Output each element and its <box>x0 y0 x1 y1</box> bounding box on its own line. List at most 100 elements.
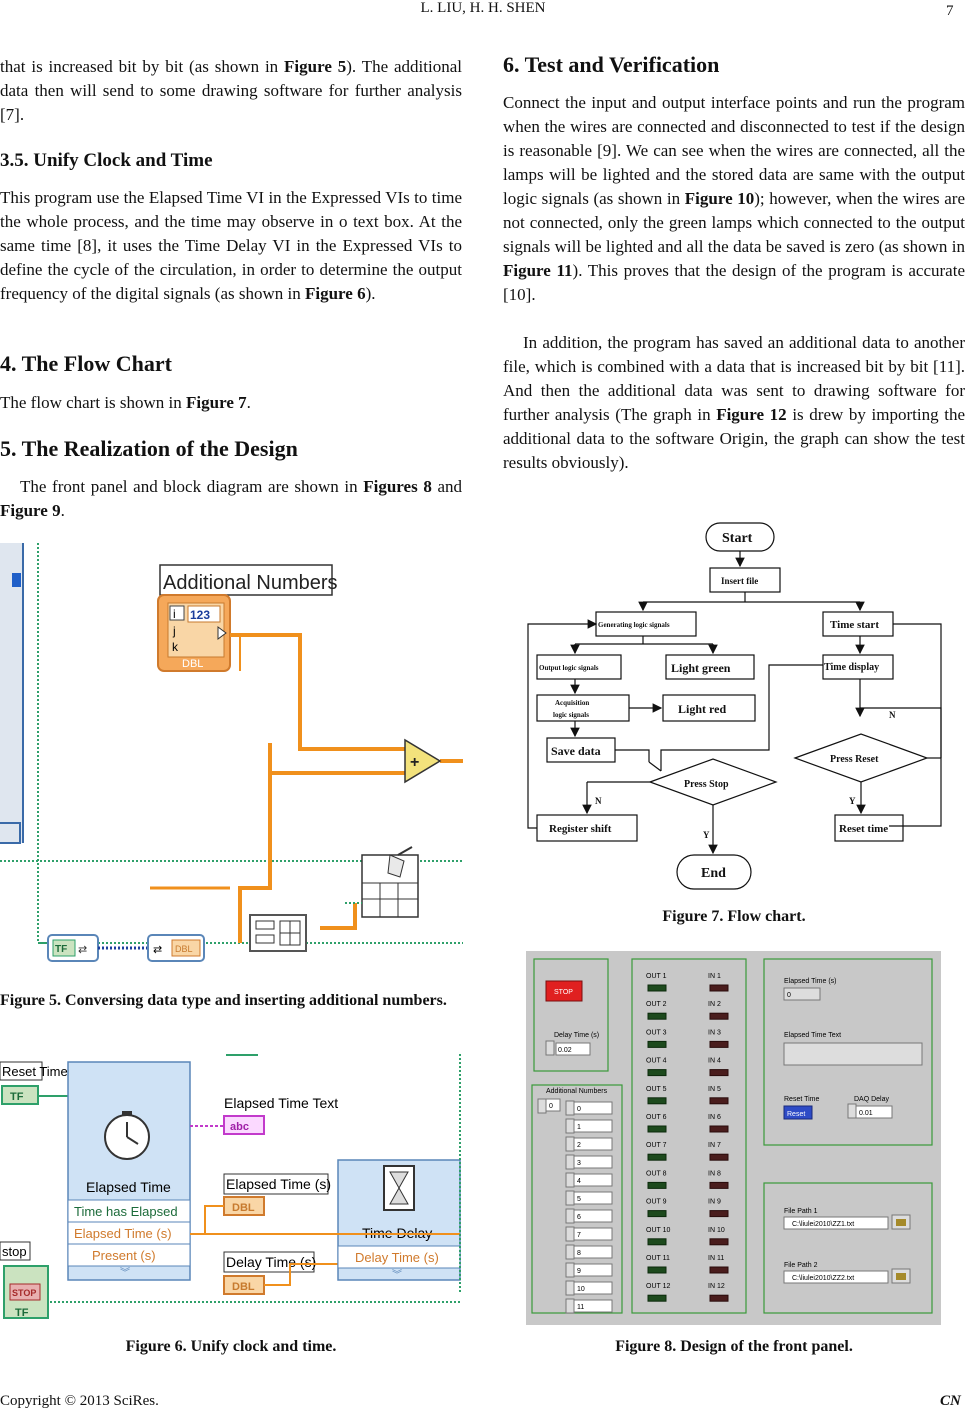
fp-in-label: IN 9 <box>708 1199 721 1206</box>
fig6-abc: abc <box>230 1121 249 1133</box>
fc-n2: N <box>595 796 602 806</box>
fp-fp1-label: File Path 1 <box>784 1208 818 1215</box>
fp-fp2-label: File Path 2 <box>784 1262 818 1269</box>
fig6-stop-btn: STOP <box>12 1288 36 1298</box>
fig6-elapsed-title: Elapsed Time <box>86 1179 171 1195</box>
fp-out-label: OUT 3 <box>646 1029 667 1036</box>
fp-out-led <box>647 1069 667 1077</box>
fp-out-label: OUT 5 <box>646 1086 667 1093</box>
svg-text:︾: ︾ <box>120 1267 130 1279</box>
figure-6: Reset Time TF Elapsed Time Time has Elap… <box>0 1054 463 1324</box>
fp-in-led <box>709 1294 729 1302</box>
fp-in-label: IN 10 <box>708 1227 725 1234</box>
fp-fp1-val: C:\liulei2010\ZZ1.txt <box>792 1221 854 1228</box>
fc-y1: Y <box>703 830 710 840</box>
fig6-out-2: Elapsed Time (s) <box>74 1226 172 1241</box>
fc-pressreset: Press Reset <box>830 754 879 765</box>
fig5-label: Additional Numbers <box>163 572 338 594</box>
fc-end: End <box>701 866 726 881</box>
section-4-heading: 4. The Flow Chart <box>0 351 172 376</box>
fp-out-led <box>647 1040 667 1048</box>
fp-in-led <box>709 1012 729 1020</box>
fp-out-label: OUT 2 <box>646 1001 667 1008</box>
fp-fp2-val: C:\liulei2010\ZZ2.txt <box>792 1275 854 1282</box>
figure-5-caption: Figure 5. Conversing data type and inser… <box>0 992 447 1009</box>
fp-elapsed-val: 0 <box>787 992 791 999</box>
fp-in-label: IN 4 <box>708 1058 721 1065</box>
section-6-heading: 6. Test and Verification <box>503 52 720 77</box>
fp-in-led <box>709 1125 729 1133</box>
fig5-idx-i: i <box>173 607 176 621</box>
fp-out-label: OUT 7 <box>646 1142 667 1149</box>
figure-8-caption: Figure 8. Design of the front panel. <box>615 1338 853 1355</box>
fp-in-led <box>709 984 729 992</box>
fp-addnum-value: 4 <box>577 1178 581 1185</box>
fig6-delay-label: Delay Time (s) <box>226 1254 316 1270</box>
footer-copyright: Copyright © 2013 SciRes. <box>0 1393 159 1409</box>
fc-register: Register shift <box>549 823 612 835</box>
fp-addnum-idx: 0 <box>549 1103 553 1110</box>
fp-delay-val: 0.02 <box>558 1047 572 1054</box>
fp-daq-val: 0.01 <box>859 1110 873 1117</box>
fc-save: Save data <box>551 744 601 758</box>
fc-acq1: Acquisition <box>555 699 589 707</box>
fp-delay-label: Delay Time (s) <box>554 1032 599 1039</box>
fp-addnum-value: 8 <box>577 1250 581 1257</box>
fp-out-label: OUT 1 <box>646 973 667 980</box>
fp-out-led <box>647 1266 667 1274</box>
fp-out-label: OUT 12 <box>646 1283 670 1290</box>
left-para-2: This program use the Elapsed Time VI in … <box>0 188 462 303</box>
right-para-1: Connect the input and output interface p… <box>503 93 965 304</box>
fp-in-label: IN 3 <box>708 1029 721 1036</box>
fc-resettime: Reset time <box>839 823 888 835</box>
fig6-stop-label: stop <box>2 1244 27 1259</box>
fp-out-label: OUT 9 <box>646 1199 667 1206</box>
fp-elapsed-label: Elapsed Time (s) <box>784 978 837 985</box>
fp-in-led <box>709 1266 729 1274</box>
fc-n1: N <box>889 710 896 720</box>
figure-6-caption: Figure 6. Unify clock and time. <box>125 1338 337 1355</box>
fp-out-led <box>647 1181 667 1189</box>
fig6-tf-1: TF <box>10 1091 24 1103</box>
fig6-reset-label: Reset Time <box>2 1064 68 1079</box>
section-5-heading: 5. The Realization of the Design <box>0 436 298 461</box>
fp-in-label: IN 12 <box>708 1283 725 1290</box>
fig6-elapsed-text-label: Elapsed Time Text <box>224 1095 338 1111</box>
fp-in-label: IN 1 <box>708 973 721 980</box>
fc-green: Light green <box>671 661 731 675</box>
section-3-5-heading: 3.5. Unify Clock and Time <box>0 150 213 171</box>
fig6-dbl-1: DBL <box>232 1202 255 1214</box>
page-number: 7 <box>946 3 954 19</box>
fp-out-led <box>647 1294 667 1302</box>
fp-out-label: OUT 11 <box>646 1255 670 1262</box>
svg-text:DBL: DBL <box>175 944 193 954</box>
fc-y2: Y <box>849 796 856 806</box>
fp-out-led <box>647 1125 667 1133</box>
fp-addnum-value: 10 <box>577 1286 585 1293</box>
fp-out-led <box>647 984 667 992</box>
fp-in-led <box>709 1238 729 1246</box>
fp-addnum-value: 7 <box>577 1232 581 1239</box>
fig6-delay-in: Delay Time (s) <box>355 1250 439 1265</box>
fp-in-led <box>709 1153 729 1161</box>
fp-out-led <box>647 1238 667 1246</box>
fc-start: Start <box>722 531 753 546</box>
fp-out-led <box>647 1153 667 1161</box>
left-para-3: The flow chart is shown in Figure 7. <box>0 393 251 412</box>
fp-addnum-value: 5 <box>577 1196 581 1203</box>
fp-in-led <box>709 1181 729 1189</box>
fp-in-label: IN 11 <box>708 1255 724 1262</box>
fp-addnum-value: 11 <box>577 1304 584 1311</box>
running-header-authors: L. LIU, H. H. SHEN <box>420 0 546 16</box>
fp-daq-label: DAQ Delay <box>854 1096 890 1103</box>
fp-addnum-value: 6 <box>577 1214 581 1221</box>
fp-reset-label: Reset Time <box>784 1096 820 1103</box>
fig6-tf-2: TF <box>15 1307 29 1319</box>
fp-elapsed-text-label: Elapsed Time Text <box>784 1032 841 1039</box>
svg-text:TF: TF <box>55 944 67 955</box>
figure-5: Additional Numbers i j k 123 DBL + TF ⇄ … <box>0 543 463 980</box>
fp-out-led <box>647 1097 667 1105</box>
fp-in-led <box>709 1210 729 1218</box>
fp-addnum-value: 0 <box>577 1106 581 1113</box>
fp-addnum-value: 1 <box>577 1124 581 1131</box>
